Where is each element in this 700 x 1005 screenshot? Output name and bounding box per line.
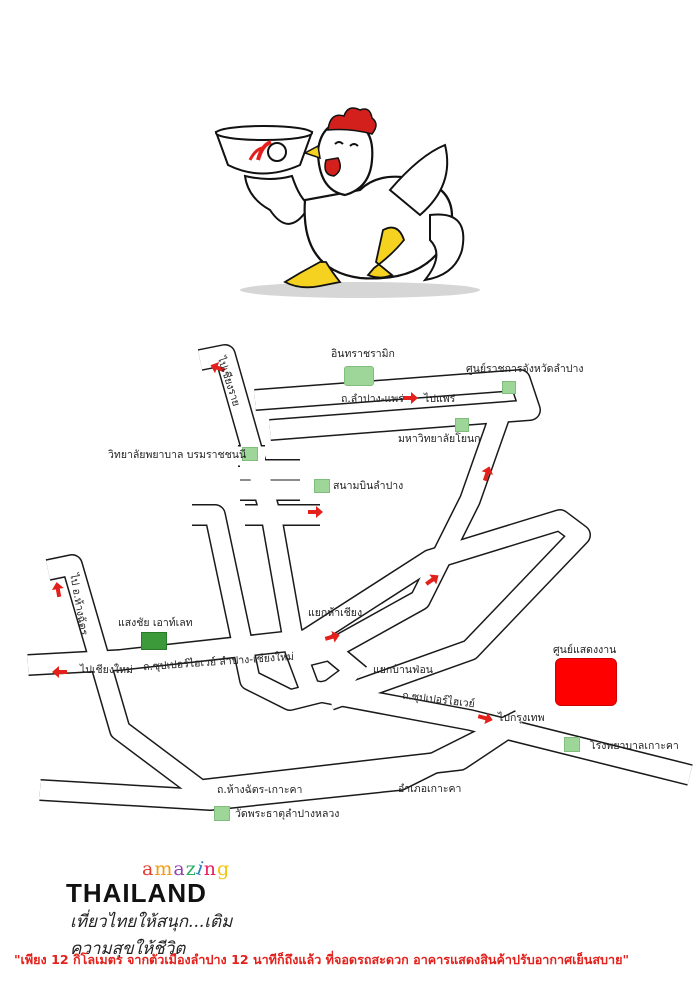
arrow-upper-diag bbox=[425, 574, 439, 586]
to-phrae-label: ไปแพร่ bbox=[424, 393, 456, 405]
saengchai-label: แสงชัย เอาท์เลท bbox=[118, 617, 193, 629]
wat-label: วัดพระธาตุลำปางหลวง bbox=[235, 808, 340, 820]
arrow-to-phrae bbox=[403, 392, 418, 404]
road-superhighway bbox=[308, 680, 693, 785]
saengchai-outlet-marker bbox=[141, 632, 167, 650]
arrow-chiangmai bbox=[52, 666, 67, 678]
tourism-slogan: เที่ยวไทยให้สนุก...เติมความสุขให้ชีวิต bbox=[70, 912, 233, 959]
lampang-phrae-road-label: ถ.ลำปาง-แพร่ bbox=[341, 393, 404, 405]
route-map bbox=[27, 344, 693, 811]
amazing-letter: m bbox=[154, 858, 174, 880]
inthra-marker bbox=[344, 366, 374, 386]
wat-marker bbox=[214, 806, 230, 821]
road-upper-diag bbox=[284, 510, 590, 709]
hospital-marker bbox=[564, 737, 580, 752]
amazing-letter: g bbox=[217, 858, 231, 880]
baan-fon-label: แยกบ้านฟ่อน bbox=[373, 664, 433, 676]
road-lampang-phrae bbox=[254, 370, 540, 440]
arrow-to-chiangrai bbox=[210, 362, 226, 374]
nursing-college-marker bbox=[242, 447, 258, 461]
inthra-label: อินทราชรามิก bbox=[331, 348, 395, 360]
hang-chat-road-label: ถ.ห้างฉัตร-เกาะคา bbox=[217, 784, 303, 796]
haa-yaek-label: แยกห้าเชียง bbox=[308, 607, 363, 619]
amazing-letter: z bbox=[185, 858, 197, 880]
amazing-letter: n bbox=[203, 858, 218, 880]
road-ko-kha bbox=[39, 711, 525, 810]
promo-tagline: "เพียง 12 กิโลเมตร จากตัวเมืองลำปาง 12 น… bbox=[14, 952, 630, 967]
ko-kha-label: อำเภอเกาะคา bbox=[398, 783, 462, 795]
direction-arrows bbox=[51, 362, 494, 725]
amazing-wordmark: amazing bbox=[142, 857, 231, 880]
amazing-letter: a bbox=[173, 858, 186, 880]
provincial-hall-label: ศูนย์ราชการจังหวัดลำปาง bbox=[466, 363, 584, 375]
thailand-wordmark: THAILAND bbox=[66, 878, 207, 908]
arrow-airport bbox=[308, 506, 323, 518]
yonok-label: มหาวิทยาลัยโยนก bbox=[398, 433, 481, 445]
provincial-hall-marker bbox=[502, 381, 516, 394]
yonok-marker bbox=[455, 418, 469, 432]
arrow-yonok bbox=[481, 466, 494, 482]
arrow-ngao bbox=[51, 582, 64, 598]
airport-marker bbox=[314, 479, 330, 493]
to-chiangmai-label: ไปเชียงใหม่ bbox=[80, 664, 133, 676]
to-bangkok-label: ไปกรุงเทพ bbox=[498, 712, 545, 724]
rooster-mascot bbox=[214, 107, 480, 298]
amazing-letter: a bbox=[142, 858, 155, 880]
hospital-label: โรงพยาบาลเกาะคา bbox=[590, 740, 679, 752]
nursing-college-label: วิทยาลัยพยาบาล บรมราชชนนี bbox=[108, 449, 247, 461]
arrow-haa-yaek bbox=[324, 630, 340, 643]
exhibition-center-label: ศูนย์แสดงงาน bbox=[553, 644, 617, 656]
arrow-to-bangkok bbox=[477, 712, 493, 725]
exhibition-center-marker bbox=[555, 658, 617, 706]
road-network bbox=[27, 344, 693, 811]
airport-label: สนามบินลำปาง bbox=[333, 480, 404, 492]
